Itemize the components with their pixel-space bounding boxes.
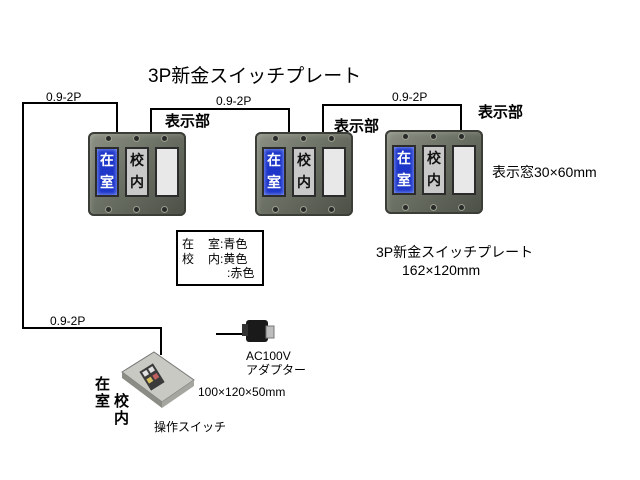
console-label-kounai: 校内 xyxy=(114,393,130,427)
wire-right-drop xyxy=(460,104,462,134)
zaishitsu-window: 在室 xyxy=(262,147,286,197)
wire-section1-up xyxy=(150,110,152,134)
console-size: 100×120×50mm xyxy=(198,385,286,399)
cable-label-right: 0.9-2P xyxy=(392,90,428,104)
wire-mid-top-horizontal xyxy=(150,108,290,110)
console-name: 操作スイッチ xyxy=(154,420,227,434)
operation-switch-console xyxy=(121,351,195,408)
wire-section2-up xyxy=(322,104,324,134)
adapter-label-1: AC100V xyxy=(246,349,291,363)
wire-left-top-horizontal xyxy=(22,102,118,104)
console-label-zaishitsu: 在室 xyxy=(95,376,111,410)
ac-adapter-icon xyxy=(242,320,275,342)
legend-row: 在室:青色 xyxy=(182,237,248,251)
kounai-window: 校内 xyxy=(292,147,316,197)
switch-plate-3: 在室 校内 xyxy=(385,130,483,214)
legend-row: :赤色 xyxy=(227,266,255,280)
switch-plate-2: 在室 校内 xyxy=(255,132,353,216)
wire-console-drop xyxy=(160,327,162,355)
kounai-window: 校内 xyxy=(422,145,446,195)
adapter-label-2: アダプター xyxy=(246,363,307,377)
wire-adapter xyxy=(216,333,246,335)
display-section-label-2: 表示部 xyxy=(334,118,380,135)
plate-spec-name: 3P新金スイッチプレート xyxy=(376,244,534,260)
blank-window xyxy=(452,145,476,195)
cable-label-left: 0.9-2P xyxy=(46,90,82,104)
color-legend: 在室:青色 校内:黄色 :赤色 xyxy=(176,230,264,286)
kounai-window: 校内 xyxy=(125,147,149,197)
cable-label-mid: 0.9-2P xyxy=(216,94,252,108)
wire-left-vertical xyxy=(22,102,24,329)
wire-mid-drop xyxy=(288,108,290,134)
wire-left-drop xyxy=(116,102,118,134)
plate-spec-size: 162×120mm xyxy=(402,262,481,278)
diagram-title: 3P新金スイッチプレート xyxy=(148,66,362,87)
display-section-label-3: 表示部 xyxy=(478,104,524,121)
blank-window xyxy=(155,147,179,197)
window-size-label: 表示窓30×60mm xyxy=(492,164,597,180)
wire-right-top-horizontal xyxy=(322,104,462,106)
display-section-label-1: 表示部 xyxy=(165,113,211,130)
zaishitsu-window: 在室 xyxy=(392,145,416,195)
blank-window xyxy=(322,147,346,197)
legend-row: 校内:黄色 xyxy=(182,252,248,266)
zaishitsu-window: 在室 xyxy=(95,147,119,197)
wire-bottom-horizontal xyxy=(22,327,162,329)
cable-label-bottom: 0.9-2P xyxy=(50,314,86,328)
switch-plate-1: 在室 校内 xyxy=(88,132,186,216)
